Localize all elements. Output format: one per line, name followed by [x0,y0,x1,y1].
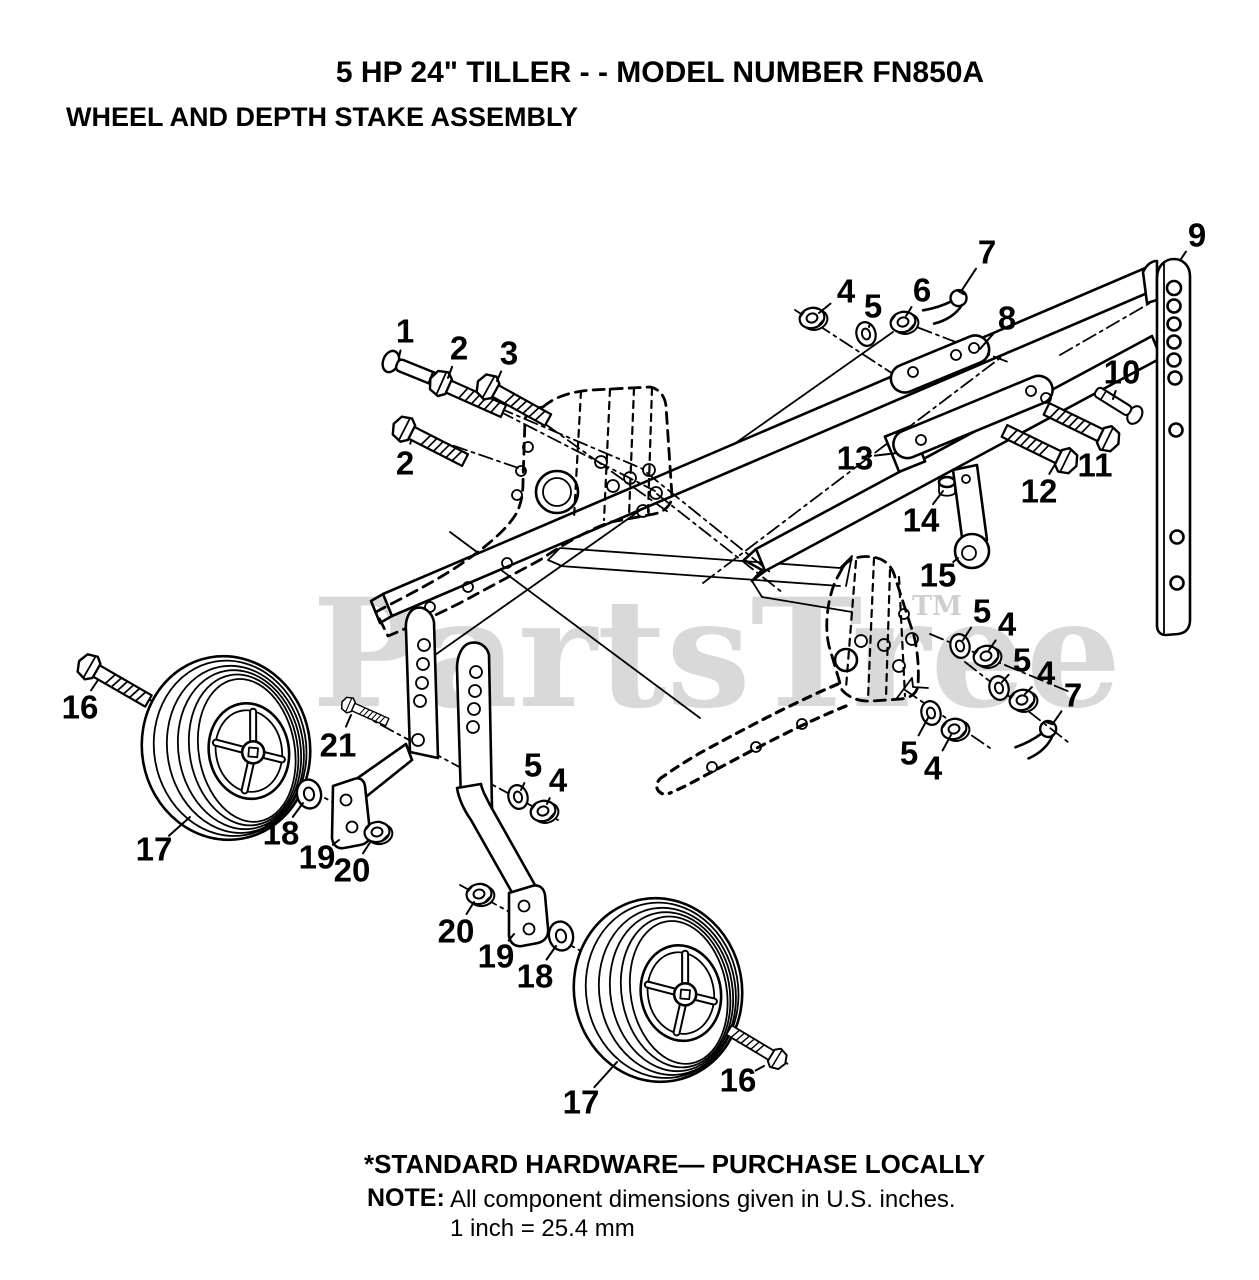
depth-stake-latch [937,463,991,570]
part-callout-21[interactable]: 21 [320,727,357,764]
part-callout-20[interactable]: 20 [438,913,475,950]
part-callout-19[interactable]: 19 [299,839,336,876]
standard-hardware-note: *STANDARD HARDWARE— PURCHASE LOCALLY [364,1149,986,1179]
callout-leader [331,839,340,846]
callout-leader [1048,465,1055,475]
callout-leader [398,349,402,358]
callout-leader [979,332,995,350]
part-callout-4[interactable]: 4 [549,762,568,799]
part-callout-18[interactable]: 18 [263,815,300,852]
watermark-tm: TM [912,591,962,622]
callout-leader [496,370,503,382]
nut-6 [887,307,922,339]
clamp-strap-upper [889,334,991,394]
right-mounting-bracket [655,555,929,796]
callout-leader [941,734,952,752]
callout-leader [593,1061,618,1089]
part-callout-14[interactable]: 14 [903,502,940,539]
callout-leader [409,440,412,445]
nut-20-right [463,880,498,910]
note-label: NOTE: [367,1184,445,1212]
callout-leader [932,490,944,506]
nut-4e [527,796,562,828]
callout-leader [905,306,913,317]
callout-leader [520,782,526,791]
part-callout-9[interactable]: 9 [1188,217,1206,254]
callout-leader [961,267,978,291]
part-callout-12[interactable]: 12 [1021,473,1058,510]
callout-leader [90,679,99,692]
part-callout-4[interactable]: 4 [998,606,1017,643]
part-callout-2[interactable]: 2 [450,330,468,367]
part-callout-5[interactable]: 5 [900,735,918,772]
part-callout-1[interactable]: 1 [396,313,414,350]
depth-stake [1141,257,1192,637]
part-callout-10[interactable]: 10 [1104,354,1141,391]
part-callout-4[interactable]: 4 [837,273,856,310]
callout-leader [465,901,475,916]
part-callout-5[interactable]: 5 [973,593,991,630]
page-title: 5 HP 24" TILLER - - MODEL NUMBER FN850A [335,56,985,89]
callout-leader [344,714,352,728]
callout-leader [873,452,898,457]
part-callout-7[interactable]: 7 [1064,677,1082,714]
note-text-line1: All component dimensions given in U.S. i… [450,1186,956,1213]
part-callout-16[interactable]: 16 [62,689,99,726]
callout-leader [167,816,191,837]
callout-leader [917,717,929,737]
part-callout-5[interactable]: 5 [864,288,882,325]
part-callout-5[interactable]: 5 [1013,642,1031,679]
part-callout-7[interactable]: 7 [978,234,996,271]
part-callout-11[interactable]: 11 [1078,447,1113,484]
part-callout-3[interactable]: 3 [500,335,518,372]
part-callout-18[interactable]: 18 [517,958,554,995]
part-callout-4[interactable]: 4 [924,750,943,787]
callout-leader [546,797,551,805]
callout-leader [1053,710,1063,723]
callout-leader [361,840,372,855]
part-callout-19[interactable]: 19 [478,938,515,975]
callout-leader [1112,389,1117,400]
wheel-carrier [330,606,550,948]
callout-leader [291,802,304,818]
callout-leader [818,302,832,314]
washer-5e [504,781,532,813]
part-callout-13[interactable]: 13 [837,440,874,477]
part-callout-17[interactable]: 17 [136,831,173,868]
callout-leader [1001,673,1010,683]
callout-leader [952,557,959,564]
part-callout-20[interactable]: 20 [334,852,371,889]
callout-leader [754,1065,765,1072]
callout-leader [1024,686,1033,695]
part-callout-16[interactable]: 16 [720,1062,757,1099]
part-callout-4[interactable]: 4 [1037,655,1056,692]
part-callout-5[interactable]: 5 [524,747,542,784]
callout-leader [988,639,997,651]
washer-18-right [545,918,577,954]
part-callout-15[interactable]: 15 [920,557,957,594]
callout-leader [545,945,557,961]
part-callout-6[interactable]: 6 [913,272,931,309]
clamp-strap-lower [883,374,1054,474]
callout-leader [507,933,515,942]
assembly-subtitle: WHEEL AND DEPTH STAKE ASSEMBLY [66,102,579,132]
note-text-line2: 1 inch = 25.4 mm [450,1215,635,1242]
part-callout-8[interactable]: 8 [998,300,1016,337]
part-callout-17[interactable]: 17 [563,1084,600,1121]
part-callout-2[interactable]: 2 [396,445,414,482]
callout-leader [962,626,973,641]
callout-leader [1180,250,1187,260]
callout-leader [447,365,454,379]
